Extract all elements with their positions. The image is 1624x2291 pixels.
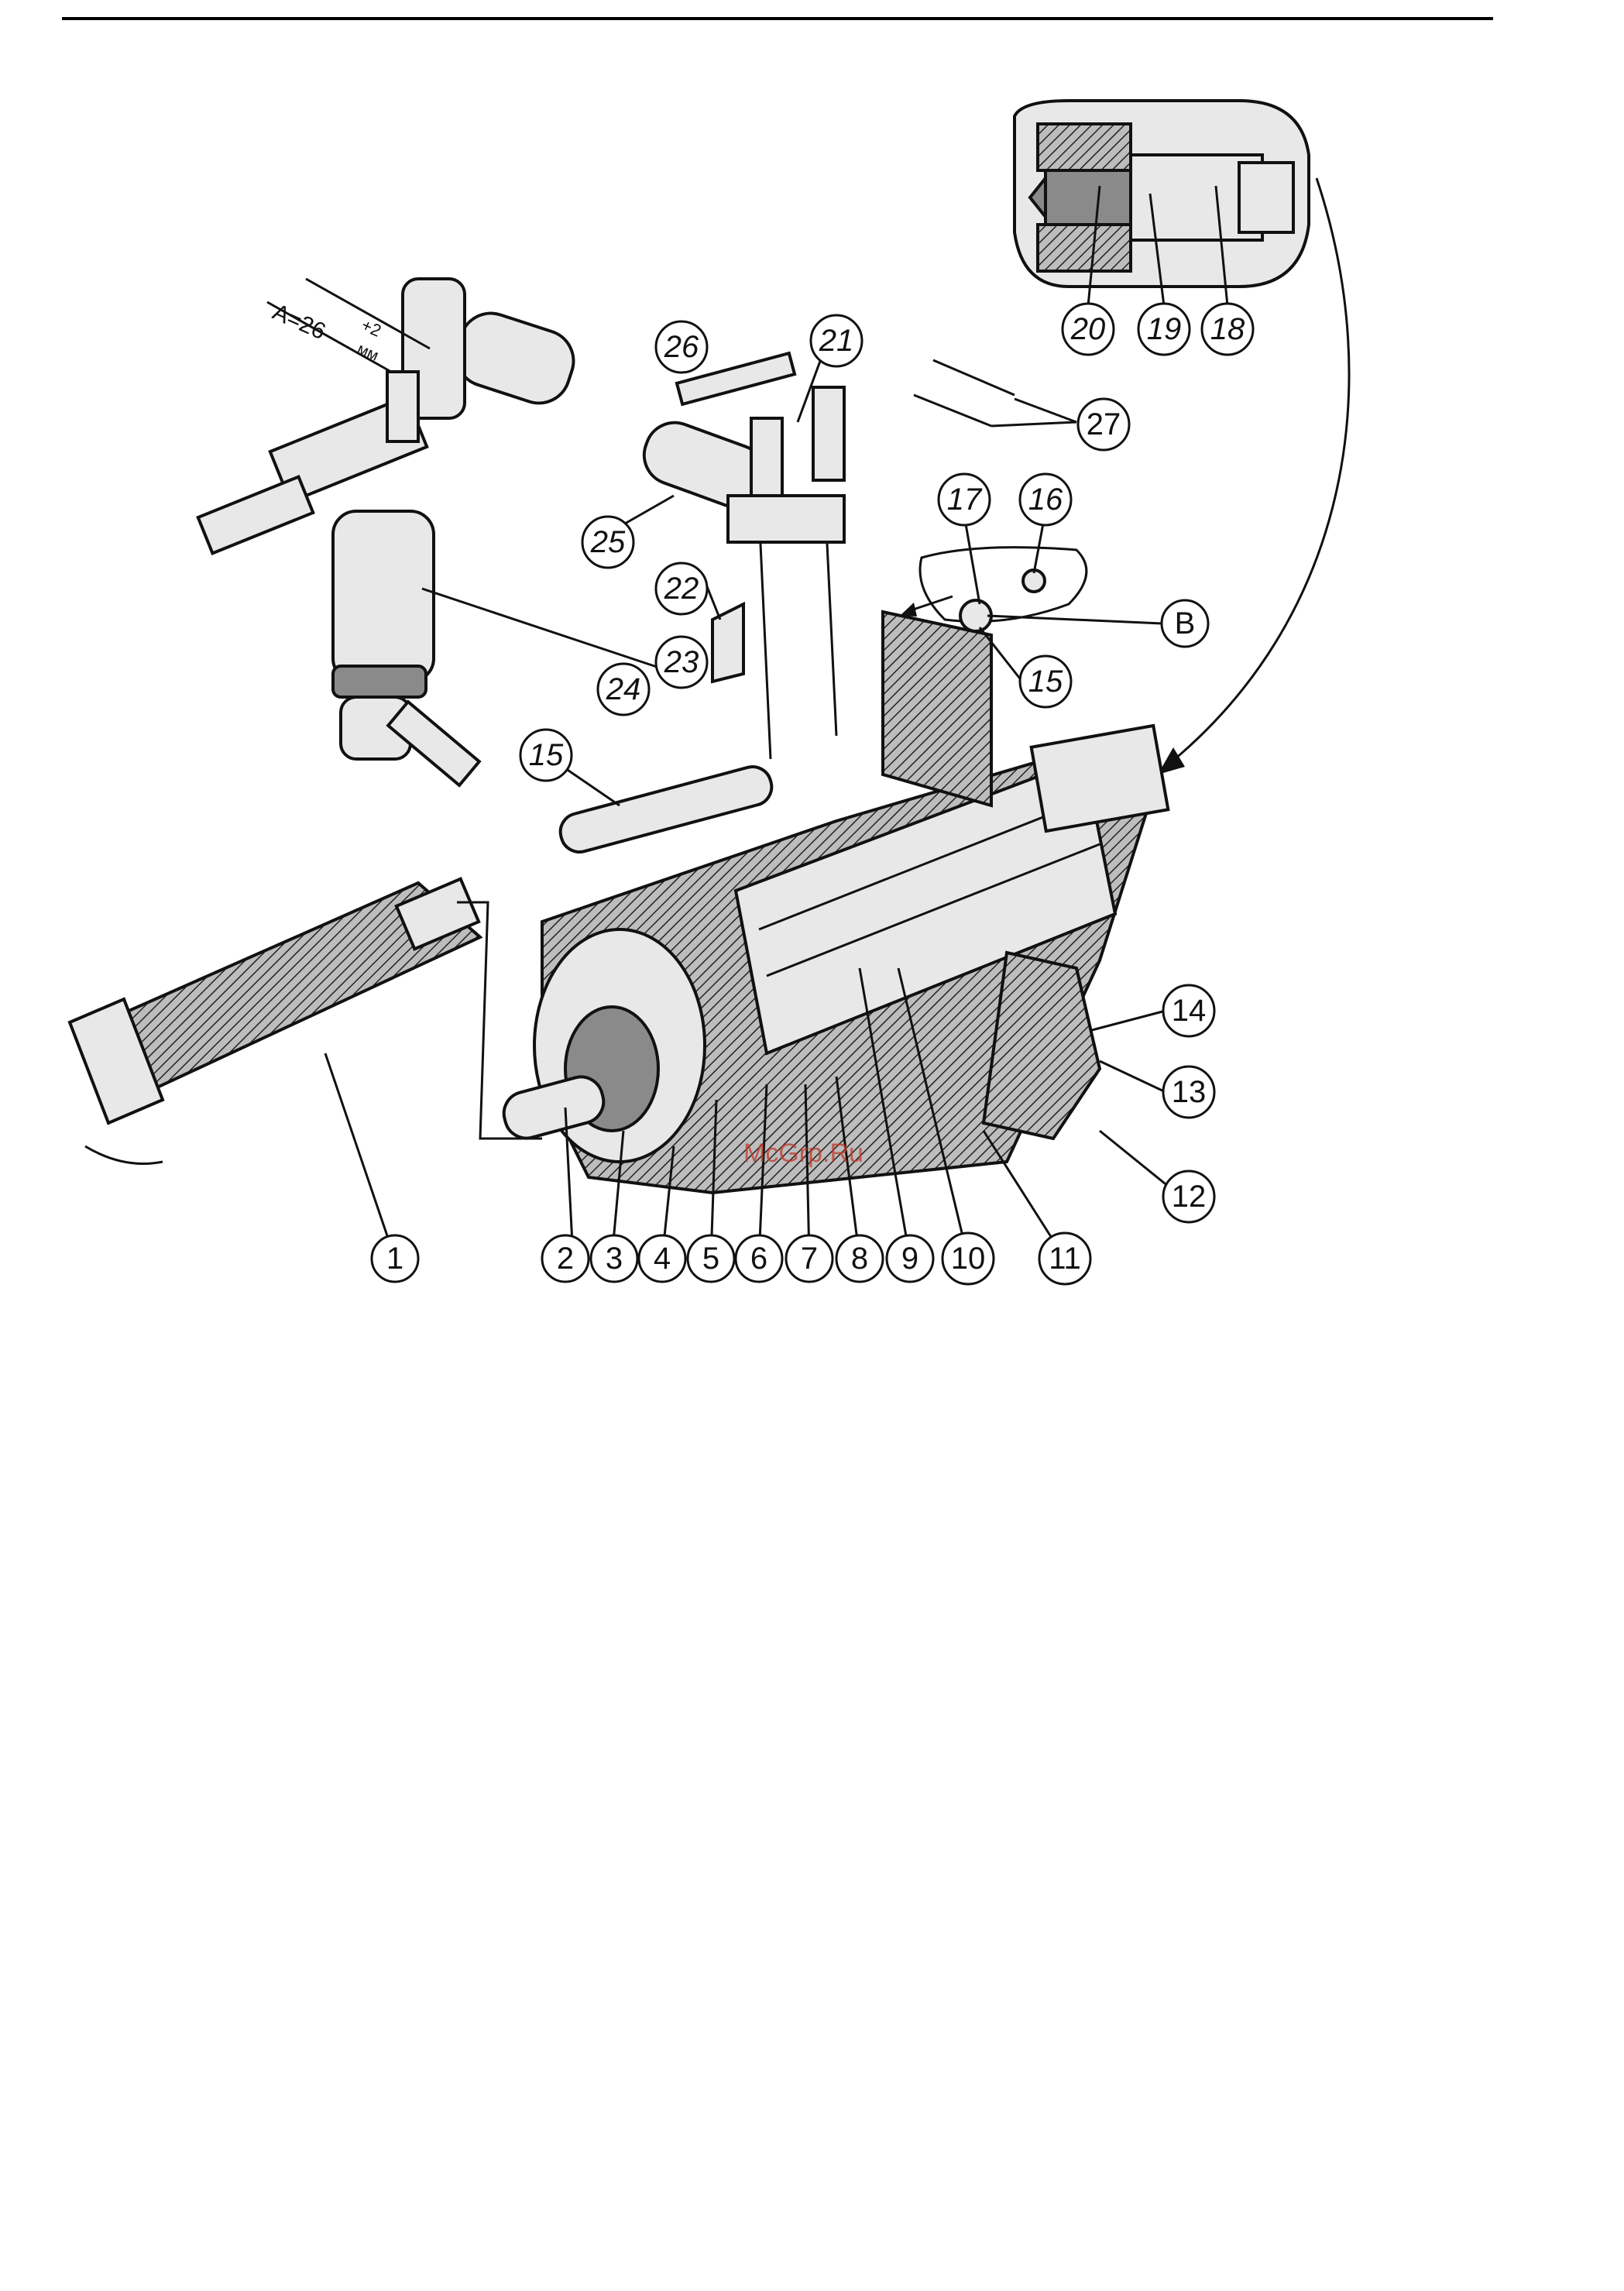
callout-18: 18	[1202, 304, 1253, 355]
dimension-unit: мм	[355, 340, 381, 364]
callout-10: 10	[942, 1233, 994, 1284]
callout-17: 17	[939, 474, 990, 525]
svg-text:B: B	[1175, 606, 1196, 641]
callout-9: 9	[887, 1235, 933, 1282]
svg-text:22: 22	[664, 572, 699, 606]
callout-23: 23	[656, 637, 707, 688]
svg-text:14: 14	[1172, 994, 1207, 1028]
splined-shaft	[70, 879, 480, 1164]
svg-text:5: 5	[702, 1242, 719, 1276]
svg-text:2: 2	[557, 1242, 574, 1276]
dimension-label: A=26	[269, 299, 329, 345]
callout-12: 12	[1163, 1171, 1214, 1222]
svg-text:4: 4	[654, 1242, 671, 1276]
svg-text:16: 16	[1028, 483, 1063, 517]
svg-text:25: 25	[590, 525, 626, 559]
callout-3: 3	[591, 1235, 637, 1282]
callout-4: 4	[639, 1235, 685, 1282]
callout-8: 8	[836, 1235, 883, 1282]
callout-16: 16	[1020, 474, 1071, 525]
callout-26: 26	[656, 321, 707, 373]
callout-6: 6	[736, 1235, 782, 1282]
callout-7: 7	[786, 1235, 833, 1282]
detail-inset	[1015, 101, 1309, 287]
svg-text:26: 26	[664, 330, 699, 364]
callout-15-rod: 15	[520, 730, 572, 781]
svg-text:17: 17	[947, 483, 983, 517]
shift-lever-assembly: A=26 +2 мм	[198, 279, 582, 785]
svg-text:8: 8	[851, 1242, 868, 1276]
callout-22: 22	[656, 563, 707, 614]
watermark: McGrp.Ru	[743, 1139, 864, 1168]
svg-text:18: 18	[1210, 312, 1245, 346]
callout-b: B	[1162, 600, 1208, 647]
svg-text:9: 9	[901, 1242, 918, 1276]
callout-20: 20	[1063, 304, 1114, 355]
callout-13: 13	[1163, 1066, 1214, 1118]
svg-text:15: 15	[1028, 665, 1063, 699]
callout-14: 14	[1163, 985, 1214, 1036]
svg-text:12: 12	[1172, 1180, 1207, 1214]
svg-text:15: 15	[529, 738, 564, 772]
callout-5: 5	[688, 1235, 734, 1282]
callout-1: 1	[372, 1235, 418, 1282]
callout-21: 21	[811, 315, 862, 366]
svg-text:3: 3	[606, 1242, 623, 1276]
svg-text:13: 13	[1172, 1075, 1207, 1109]
svg-text:11: 11	[1049, 1242, 1081, 1276]
callout-11: 11	[1039, 1233, 1090, 1284]
shift-rods	[556, 353, 1015, 856]
callout-25: 25	[582, 517, 633, 568]
svg-text:21: 21	[819, 324, 854, 358]
callout-2: 2	[542, 1235, 589, 1282]
svg-text:23: 23	[664, 645, 699, 679]
svg-text:27: 27	[1087, 407, 1121, 441]
callout-27: 27	[1078, 399, 1129, 450]
callout-15-boss: 15	[1020, 656, 1071, 707]
gearbox-housing	[499, 726, 1168, 1193]
svg-text:1: 1	[386, 1242, 403, 1276]
svg-text:6: 6	[750, 1242, 767, 1276]
svg-text:10: 10	[951, 1242, 986, 1276]
callout-24: 24	[598, 664, 649, 715]
callout-19: 19	[1138, 304, 1190, 355]
svg-text:20: 20	[1070, 312, 1106, 346]
dimension-tolerance: +2	[359, 315, 384, 341]
svg-text:7: 7	[801, 1242, 818, 1276]
svg-text:19: 19	[1147, 312, 1182, 346]
svg-text:24: 24	[606, 672, 641, 706]
